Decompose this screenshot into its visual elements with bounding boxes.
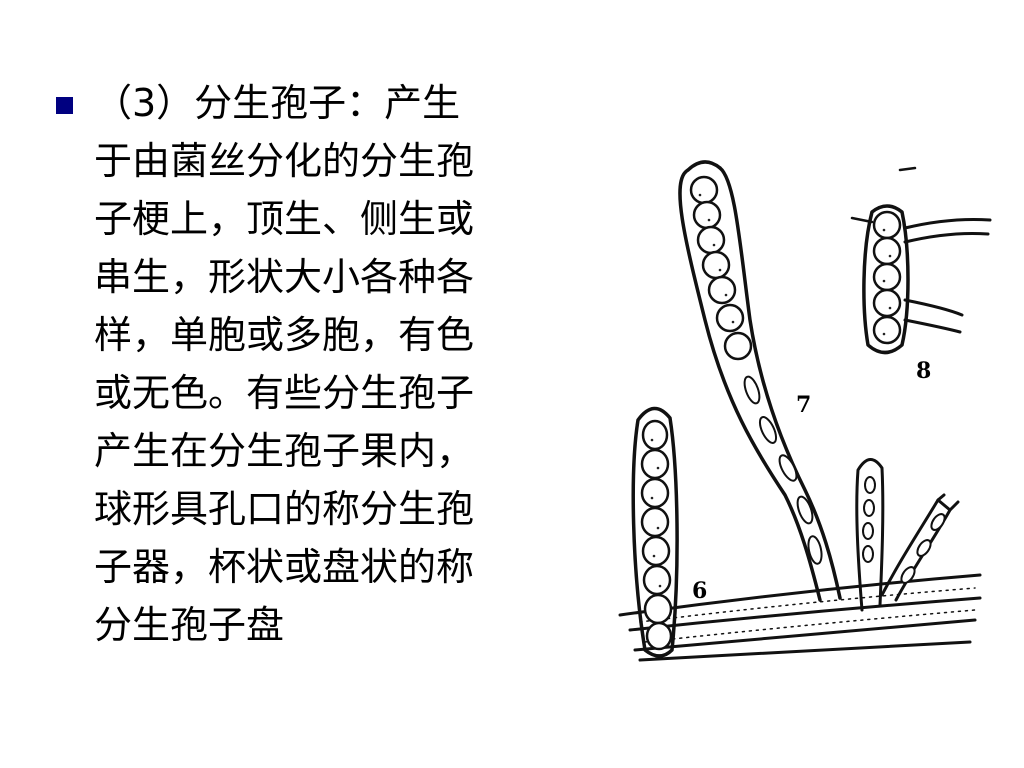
conidiophore-7-left-wall (678, 168, 822, 602)
paragraph: （3）分生孢子：产生 于由菌丝分化的分生孢 子梗上，顶生、侧生或 串生，形状大小… (94, 74, 564, 654)
paragraph-line: （3）分生孢子：产生 (94, 81, 461, 125)
figure-label-8: 8 (916, 358, 932, 384)
paragraph-line: 或无色。有些分生孢子 (94, 371, 475, 415)
conidia-drawing (618, 160, 992, 662)
bullet-square-icon (56, 97, 73, 114)
conidiophore-short (855, 458, 885, 612)
paragraph-line: 产生在分生孢子果内， (94, 429, 475, 473)
conidia-chain-6 (631, 406, 679, 658)
paragraph-line: 于由菌丝分化的分生孢 (94, 139, 475, 183)
figure-label-7: 7 (796, 392, 812, 418)
paragraph-line: 球形具孔口的称分生孢 (94, 487, 475, 531)
paragraph-line: 分生孢子盘 (94, 603, 285, 647)
paragraph-line: 串生，形状大小各种各 (94, 255, 475, 299)
paragraph-line: 子器，杯状或盘状的称 (94, 545, 475, 589)
substrate-line (633, 618, 977, 652)
conidiophore-7-right-wall (718, 166, 842, 600)
conidia-chain-8 (862, 204, 910, 355)
figure-label-6: 6 (692, 578, 708, 604)
paragraph-line: 样，单胞或多胞，有色 (94, 313, 475, 357)
substrate-line (638, 640, 972, 662)
paragraph-line: 子梗上，顶生、侧生或 (94, 197, 475, 241)
conidia-illustration: 6 7 8 (600, 150, 1000, 670)
